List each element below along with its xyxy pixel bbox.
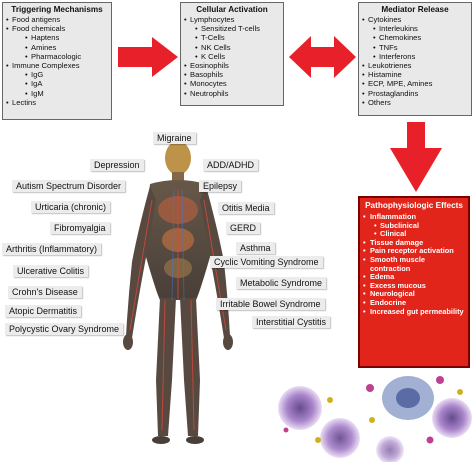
list-item: IgM (3, 89, 111, 98)
list-item: Neutrophils (181, 89, 283, 98)
list-item: Edema (360, 273, 468, 282)
mediator-release-box: Mediator Release Cytokines Interleukins … (358, 2, 472, 116)
list-item: Immune Complexes (3, 61, 111, 70)
list-item: Eosinophils (181, 61, 283, 70)
mediator-release-list: Cytokines Interleukins Chemokines TNFs I… (359, 15, 471, 107)
condition-label-ibs: Irritable Bowel Syndrome (216, 298, 325, 310)
condition-label-atopic-dermatitis: Atopic Dermatitis (5, 305, 82, 317)
list-item: TNFs (359, 43, 471, 52)
pathophysiologic-effects-box: Pathophysiologic Effects Inflammation Su… (358, 196, 470, 368)
list-item: Chemokines (359, 33, 471, 42)
condition-label-interstitial-cystitis: Interstitial Cystitis (252, 316, 331, 328)
condition-label-cyclic-vomiting: Cyclic Vomiting Syndrome (210, 256, 323, 268)
list-item: Tissue damage (360, 238, 468, 248)
list-item: Clinical (360, 230, 468, 239)
list-item: Inflammation (360, 212, 468, 222)
condition-label-pcos: Polycystic Ovary Syndrome (5, 323, 124, 335)
list-item: IgG (3, 70, 111, 79)
list-item: Others (359, 98, 471, 107)
condition-label-gerd: GERD (226, 222, 261, 234)
list-item: Interferons (359, 52, 471, 61)
list-item: Haptens (3, 33, 111, 42)
condition-label-fibromyalgia: Fibromyalgia (50, 222, 110, 234)
list-item: Subclinical (360, 221, 468, 231)
list-item: NK Cells (181, 43, 283, 52)
list-item: Monocytes (181, 79, 283, 88)
list-item: Lectins (3, 98, 111, 107)
condition-label-metabolic: Metabolic Syndrome (236, 277, 327, 289)
list-item: Excess mucous (360, 281, 468, 291)
condition-label-arthritis: Arthritis (Inflammatory) (2, 243, 102, 255)
triggering-mechanisms-title: Triggering Mechanisms (11, 5, 103, 14)
condition-label-epilepsy: Epilepsy (199, 180, 242, 192)
arrow-trigger-to-cellular (118, 37, 178, 77)
list-item: Pharmacologic (3, 52, 111, 61)
condition-label-migraine: Migraine (153, 132, 196, 144)
list-item: Smooth muscle contraction (360, 255, 468, 273)
triggering-mechanisms-box: Triggering Mechanisms Food antigens Food… (2, 2, 112, 120)
immune-cells-illustration (278, 376, 472, 462)
list-item: Amines (3, 43, 111, 52)
list-item: Interleukins (359, 24, 471, 33)
cellular-activation-title: Cellular Activation (196, 5, 268, 14)
list-item: Histamine (359, 70, 471, 79)
list-item: Cytokines (359, 15, 471, 24)
list-item: Neurological (360, 290, 468, 299)
list-item: Leukotrienes (359, 61, 471, 70)
mediator-release-title: Mediator Release (381, 5, 449, 14)
list-item: ECP, MPE, Amines (359, 79, 471, 88)
condition-label-ulcerative-colitis: Ulcerative Colitis (13, 265, 89, 277)
list-item: Basophils (181, 70, 283, 79)
arrow-mediator-to-patho (390, 122, 442, 192)
condition-label-add-adhd: ADD/ADHD (203, 159, 259, 171)
list-item: Increased gut permeability (360, 307, 468, 317)
triggering-mechanisms-list: Food antigens Food chemicals Haptens Ami… (3, 15, 111, 107)
list-item: Food chemicals (3, 24, 111, 33)
list-item: Prostaglandins (359, 89, 471, 98)
list-item: Sensitized T-cells (181, 24, 283, 33)
condition-label-urticaria: Urticaria (chronic) (31, 201, 111, 213)
pathophysiologic-effects-title: Pathophysiologic Effects (365, 201, 463, 210)
condition-label-otitis-media: Otitis Media (218, 202, 274, 214)
cellular-activation-list: Lymphocytes Sensitized T-cells T-Cells N… (181, 15, 283, 98)
list-item: K Cells (181, 52, 283, 61)
condition-label-depression: Depression (90, 159, 144, 171)
list-item: Pain receptor activation (360, 247, 468, 256)
condition-label-autism: Autism Spectrum Disorder (12, 180, 126, 192)
condition-label-asthma: Asthma (236, 242, 275, 254)
list-item: T-Cells (181, 33, 283, 42)
list-item: Lymphocytes (181, 15, 283, 24)
list-item: IgA (3, 79, 111, 88)
arrow-cellular-mediator-bidirectional (289, 36, 356, 78)
pathophysiologic-effects-list: Inflammation Subclinical Clinical Tissue… (360, 212, 468, 317)
list-item: Food antigens (3, 15, 111, 24)
cellular-activation-box: Cellular Activation Lymphocytes Sensitiz… (180, 2, 284, 106)
condition-label-crohns: Crohn's Disease (8, 286, 82, 298)
list-item: Endocrine (360, 298, 468, 308)
